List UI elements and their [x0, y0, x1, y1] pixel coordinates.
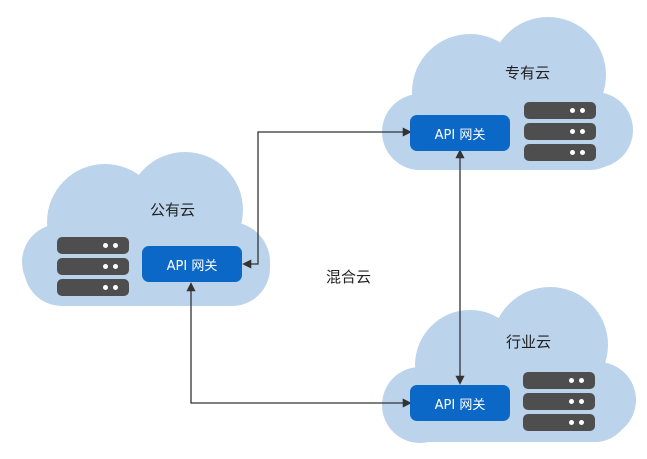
- industry-cloud-label: 行业云: [506, 333, 552, 351]
- server-unit: [57, 279, 129, 296]
- private-api-gateway: API 网关: [410, 115, 510, 151]
- server-unit: [57, 258, 129, 275]
- server-unit: [523, 372, 595, 389]
- private-server-stack: [524, 102, 596, 165]
- server-unit: [523, 414, 595, 431]
- industry-api-gateway: API 网关: [410, 385, 510, 421]
- private-cloud-label: 专有云: [505, 64, 551, 82]
- public-server-stack: [57, 237, 129, 300]
- hybrid-cloud-label: 混合云: [326, 268, 372, 286]
- public-cloud-label: 公有云: [150, 201, 196, 219]
- server-unit: [524, 102, 596, 119]
- server-unit: [524, 144, 596, 161]
- public-api-gateway: API 网关: [142, 246, 242, 282]
- connector-public-private: [242, 127, 412, 269]
- server-unit: [523, 393, 595, 410]
- server-unit: [524, 123, 596, 140]
- server-unit: [57, 237, 129, 254]
- industry-server-stack: [523, 372, 595, 435]
- connector-public-industry: [186, 282, 412, 408]
